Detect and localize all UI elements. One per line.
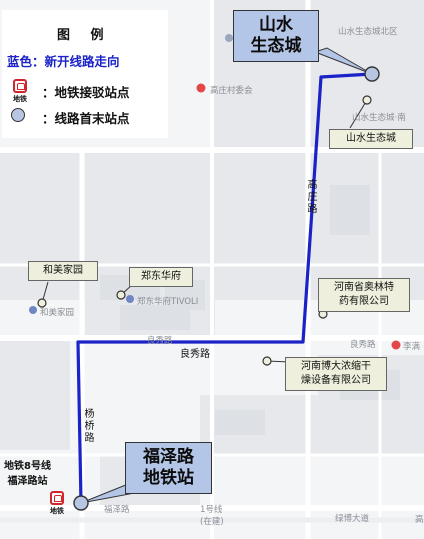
base-label-gao: 高: [415, 515, 424, 525]
base-label-north-district: 山水生态城北区: [338, 27, 398, 37]
legend-metro-icon-caption: 地铁: [13, 95, 27, 103]
callout-stop-shanshui: 山水生态城: [329, 129, 413, 149]
base-label-zhengdong: 郑东华府TIVOLI: [137, 297, 199, 307]
terminal-south-dot: [73, 495, 89, 511]
road-label-liangxiu: 良秀路: [180, 349, 210, 360]
legend-metro-text: ：地铁接驳站点: [42, 85, 130, 100]
metro-line8-note: 地铁8号线 福泽路站: [4, 461, 51, 487]
base-label-village-committee: 高庄村委会: [210, 86, 253, 96]
base-label-liangxiu-2: 良秀路: [350, 340, 376, 350]
base-label-liman: 李满: [403, 342, 421, 352]
metro-station-icon-caption: 地铁: [50, 507, 64, 515]
legend-terminal-dot: [11, 108, 25, 122]
base-label-line1: 1号线: [200, 505, 223, 515]
stop-dots: [37, 95, 372, 366]
callout-stop-heimei: 和美家园: [28, 261, 98, 281]
callout-stop-aolinte: 河南省奥林特 药有限公司: [318, 278, 410, 312]
route-line: [76, 72, 373, 504]
base-label-heimei: 和美家园: [40, 308, 75, 318]
road-label-gaozhuang: 高庄路: [307, 180, 318, 215]
base-label-south-district: 山水生态城·南: [352, 113, 406, 123]
metro-station-icon: 地铁: [46, 491, 68, 515]
callout-terminal-south: 福泽路 地铁站: [125, 442, 212, 494]
poi-pins: [29, 34, 401, 350]
legend-terminal-text: ：线路首末站点: [42, 111, 130, 126]
terminal-north-dot: [364, 66, 380, 82]
base-label-under-construction: (在建): [200, 517, 224, 527]
legend-title: 图 例: [57, 28, 112, 43]
legend-route-color-text: 蓝色：新开线路走向: [7, 54, 120, 69]
legend-metro-icon: 地铁: [9, 79, 31, 103]
base-label-fuze-road: 福泽路: [104, 505, 130, 515]
base-label-liangxiu-1: 良秀路: [147, 336, 173, 346]
callout-stop-boda: 河南博大浓缩干 燥设备有限公司: [285, 357, 387, 391]
callout-stop-zhengdong: 郑东华府: [129, 267, 193, 287]
legend-panel: 图 例 蓝色：新开线路走向 地铁 ：地铁接驳站点 ：线路首末站点: [2, 10, 168, 138]
road-label-yangqiao: 杨桥路: [84, 409, 95, 444]
base-label-lvbo-avenue: 绿博大道: [335, 514, 370, 524]
callout-terminal-north: 山水 生态城: [233, 10, 319, 62]
